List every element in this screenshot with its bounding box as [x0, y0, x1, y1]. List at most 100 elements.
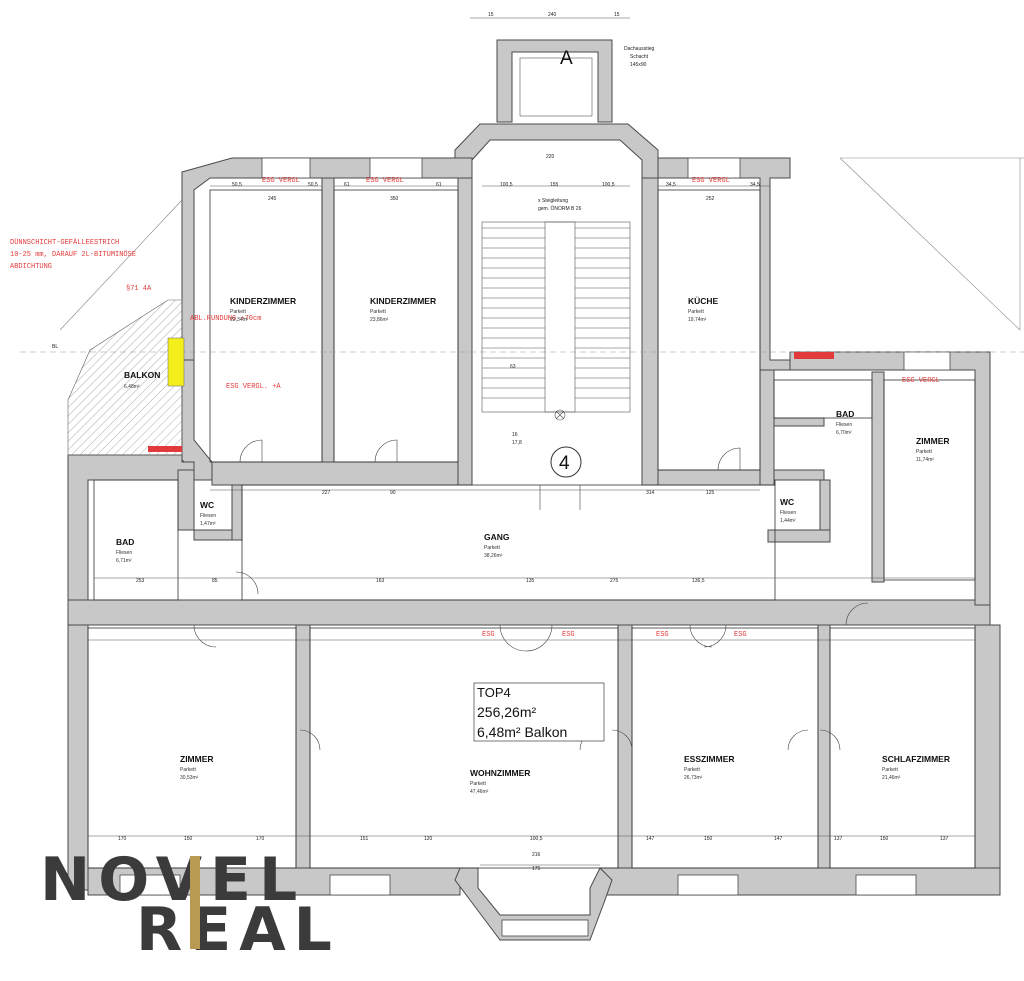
room-bad-right: BAD Fliesen 6,70m² — [836, 409, 854, 436]
dim-stair-1: 100,5 — [500, 182, 513, 188]
esg-label-1: ESG VERGL — [262, 177, 300, 185]
shaft-note-1: Dachausstieg — [624, 46, 655, 52]
dim-bot-5: 275 — [610, 578, 619, 584]
dim-zl-3: 170 — [256, 836, 265, 842]
yellow-highlight — [167, 337, 185, 387]
room-area: 23,86m² — [370, 317, 389, 323]
room-wc-left: WC Fliesen 1,47m² — [200, 500, 216, 527]
dim-kue-3: 34,5 — [750, 182, 760, 188]
room-area: 19,74m² — [688, 317, 707, 323]
dim-bay-1: 216 — [532, 852, 541, 858]
room-area: 22,34m² — [230, 317, 249, 323]
room-name: ZIMMER — [916, 436, 950, 446]
dim-wz-3: 100,5 — [530, 836, 543, 842]
dim-ez-3: 147 — [774, 836, 783, 842]
balcony-note: §71 4A — [126, 285, 152, 293]
room-kinderzimmer-1: KINDERZIMMER Parkett 22,34m² — [230, 296, 296, 323]
room-name: BALKON — [124, 370, 160, 380]
room-floor: Parkett — [882, 767, 898, 773]
room-floor: Parkett — [684, 767, 700, 773]
door-swings — [193, 439, 869, 751]
dim-sz-3: 137 — [940, 836, 949, 842]
marker-a: A — [560, 48, 573, 69]
dim-wz-1: 151 — [360, 836, 369, 842]
esg-label-5: ESG — [482, 631, 495, 639]
dim-bot-4: 135 — [526, 578, 535, 584]
room-area: 1,47m² — [200, 521, 216, 527]
shaft-note-3: 145x90 — [630, 62, 647, 68]
room-area: 47,46m² — [470, 789, 489, 795]
room-balkon: BALKON 6,48m² — [124, 370, 160, 390]
room-name: GANG — [484, 532, 510, 542]
left-note-1: DÜNNSCHICHT-GEFÄLLEESTRICH — [10, 238, 119, 247]
logo-gold-bar-1 — [190, 856, 200, 949]
room-floor: Parkett — [688, 309, 704, 315]
room-floor: Parkett — [370, 309, 386, 315]
dim-gang-4: 125 — [706, 490, 715, 496]
room-area: 6,48m² — [124, 384, 140, 390]
room-area: 11,74m² — [916, 457, 934, 463]
room-esszimmer: ESSZIMMER Parkett 26,73m² — [684, 754, 735, 781]
esg-label-3: ESG VERGL — [692, 177, 730, 185]
room-area: 21,46m² — [882, 775, 901, 781]
stair-spec-1: 16 — [512, 432, 518, 438]
room-floor: Fliesen — [780, 510, 796, 516]
shaft-note-2: Schacht — [630, 54, 649, 60]
room-name: ZIMMER — [180, 754, 214, 764]
dim-kue-2: 252 — [706, 196, 715, 202]
stair-note-2: gem. ÖNORM B 26 — [538, 205, 582, 212]
novel-real-logo: NOVEL REAL — [40, 845, 332, 965]
room-outlines — [87, 189, 976, 869]
dim-kz1-2: 245 — [268, 196, 277, 202]
red-highlight-right — [794, 352, 834, 359]
dim-sz-2: 150 — [880, 836, 889, 842]
room-gang: GANG Parkett 38,26m² — [484, 532, 510, 559]
logo-line-1: NOVEL — [40, 845, 305, 915]
dim-top-3: 15 — [614, 12, 620, 18]
dim-gang-1: 227 — [322, 490, 331, 496]
room-name: WC — [200, 500, 214, 510]
stair-spec-2: 17,8 — [512, 440, 522, 446]
top4-area: 256,26m² — [477, 704, 536, 720]
dimension-numbers: 50,5 245 50,5 61 350 61 100,5 155 100,5 … — [118, 182, 949, 872]
room-floor: Parkett — [484, 545, 500, 551]
dim-wz-2: 120 — [424, 836, 433, 842]
shaft — [519, 57, 593, 117]
dim-ez-1: 147 — [646, 836, 655, 842]
marker-4: 4 — [559, 453, 570, 474]
red-highlight-left — [148, 446, 182, 452]
windows — [119, 157, 951, 937]
dim-ez-2: 150 — [704, 836, 713, 842]
stair-note-1: x Steigleitung — [538, 198, 568, 204]
room-name: WOHNZIMMER — [470, 768, 530, 778]
dim-kz2-2: 350 — [390, 196, 399, 202]
room-name: KINDERZIMMER — [230, 296, 296, 306]
esg-label-4: ESG VERGL — [902, 377, 940, 385]
dim-top-2: 240 — [548, 12, 557, 18]
top4-title: TOP4 — [477, 685, 511, 700]
room-zimmer-left: ZIMMER Parkett 30,53m² — [180, 754, 214, 781]
dim-stair-2: 155 — [550, 182, 559, 188]
dim-sz-1: 137 — [834, 836, 843, 842]
roof-lines — [59, 157, 1024, 331]
room-schlafzimmer: SCHLAFZIMMER Parkett 21,46m² — [882, 754, 950, 781]
room-floor: Fliesen — [116, 550, 132, 556]
dim-top-1: 15 — [488, 12, 494, 18]
room-name: BAD — [116, 537, 134, 547]
room-floor: Fliesen — [836, 422, 852, 428]
balcony — [67, 299, 183, 456]
room-name: KINDERZIMMER — [370, 296, 436, 306]
abl-note: ABL.RUNDUNG +70cm — [190, 315, 261, 323]
esg-label-2: ESG VERGL — [366, 177, 404, 185]
esg-label-7: ESG — [656, 631, 669, 639]
room-area: 6,71m² — [116, 558, 132, 564]
dim-bot-1: 253 — [136, 578, 145, 584]
room-name: SCHLAFZIMMER — [882, 754, 950, 764]
room-floor: Fliesen — [200, 513, 216, 519]
staircase — [481, 221, 631, 421]
dim-zl-1: 170 — [118, 836, 127, 842]
dim-kue-1: 34,5 — [666, 182, 676, 188]
dim-zl-2: 150 — [184, 836, 193, 842]
